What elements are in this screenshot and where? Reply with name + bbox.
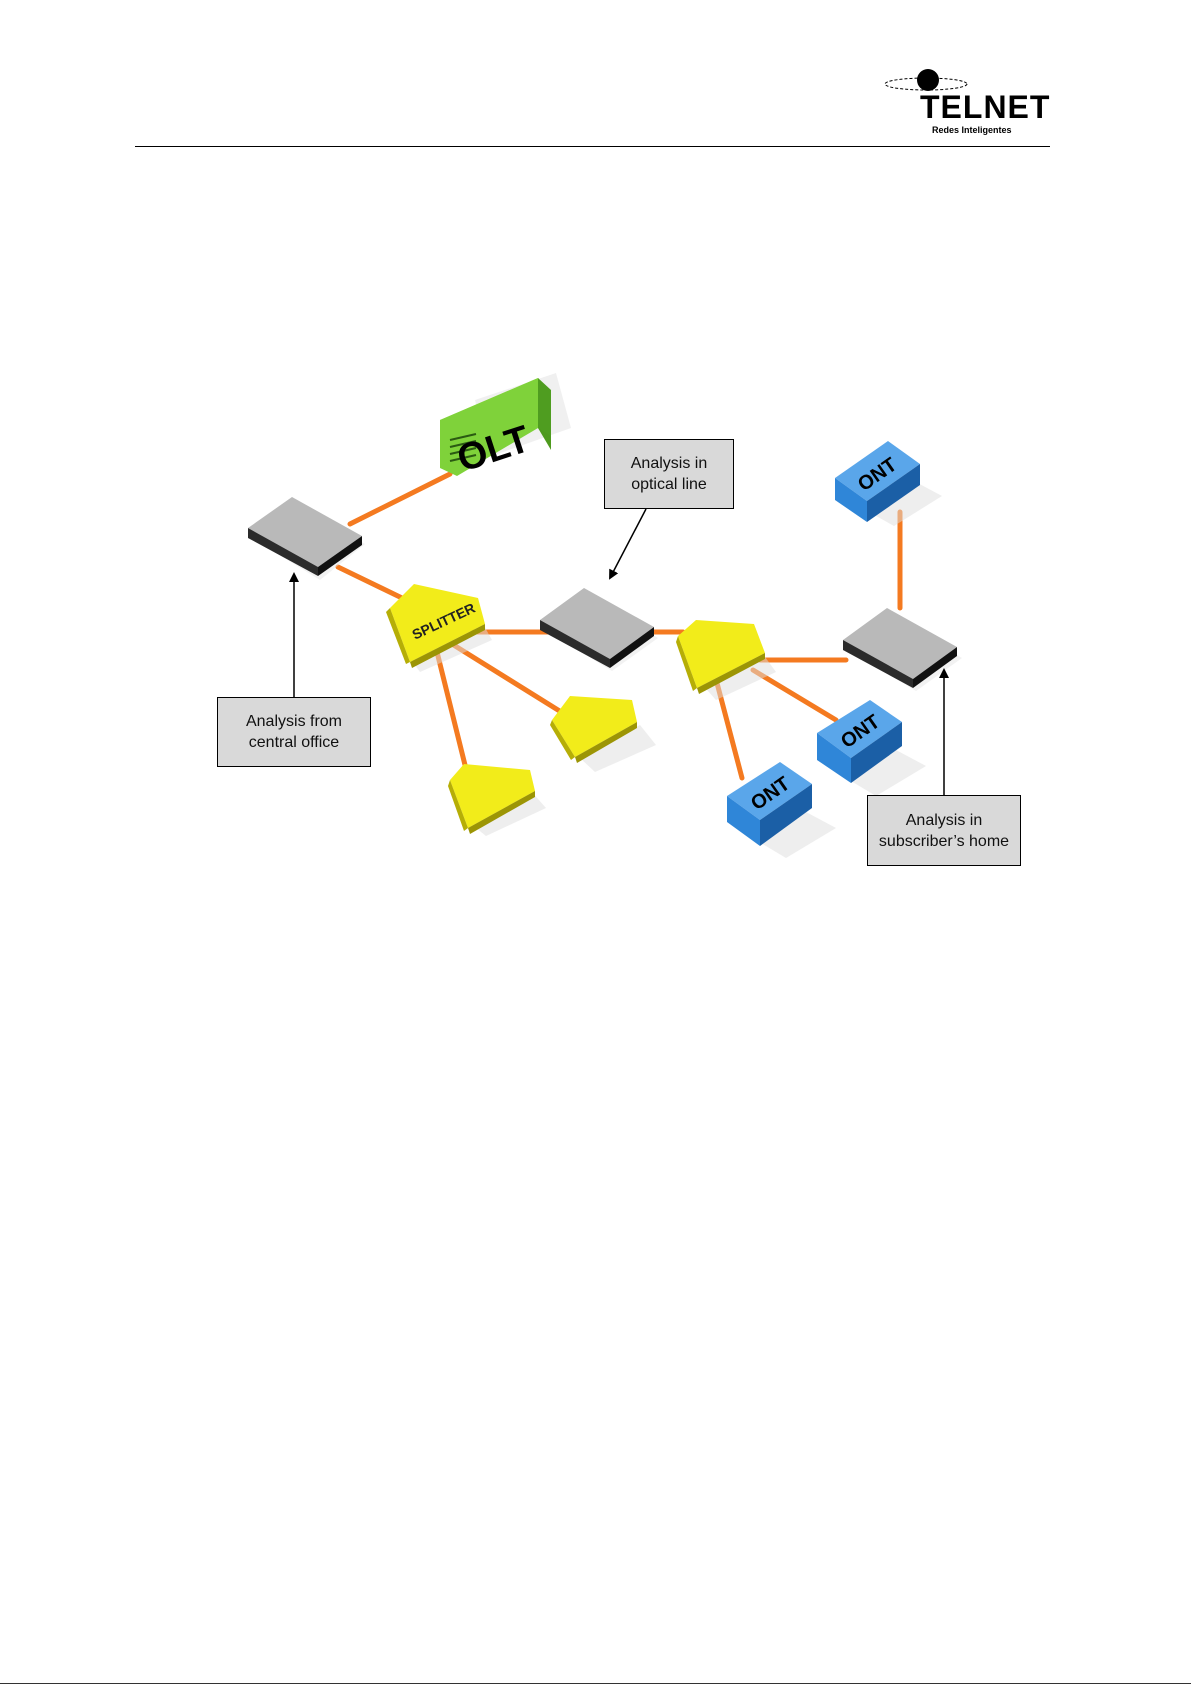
callout-optical-line-line1: Analysis in bbox=[631, 453, 707, 474]
analyzer-optical-line bbox=[540, 588, 658, 671]
callout-subscriber-home: Analysis in subscriber’s home bbox=[867, 795, 1021, 866]
ont-top: ONT bbox=[835, 441, 942, 526]
footer-divider bbox=[0, 1683, 1191, 1684]
fiber-splitter1-to-splitter-b bbox=[452, 644, 566, 715]
fiber-analyzer1-to-splitter1 bbox=[338, 567, 402, 598]
splitter-secondary bbox=[676, 620, 776, 700]
callout-optical-line: Analysis in optical line bbox=[604, 439, 734, 509]
fiber-splitter1-to-splitter-c bbox=[437, 652, 466, 769]
olt-device: OLT bbox=[440, 373, 571, 481]
callout-subscriber-home-line2: subscriber’s home bbox=[879, 831, 1009, 852]
ont-middle: ONT bbox=[817, 700, 926, 796]
analyzer-central-office bbox=[248, 497, 365, 580]
splitter-branch-b bbox=[550, 696, 656, 772]
arrow-optical-line bbox=[610, 509, 646, 578]
fiber-olt-to-analyzer1 bbox=[350, 474, 450, 524]
callout-subscriber-home-line1: Analysis in bbox=[879, 810, 1009, 831]
callout-central-office: Analysis from central office bbox=[217, 697, 371, 767]
callout-central-office-line2: central office bbox=[246, 732, 342, 753]
splitter-branch-c bbox=[448, 764, 546, 836]
callout-optical-line-line2: optical line bbox=[631, 474, 707, 495]
fiber-splitter2-to-ont-mid bbox=[753, 670, 836, 720]
callout-central-office-line1: Analysis from bbox=[246, 711, 342, 732]
